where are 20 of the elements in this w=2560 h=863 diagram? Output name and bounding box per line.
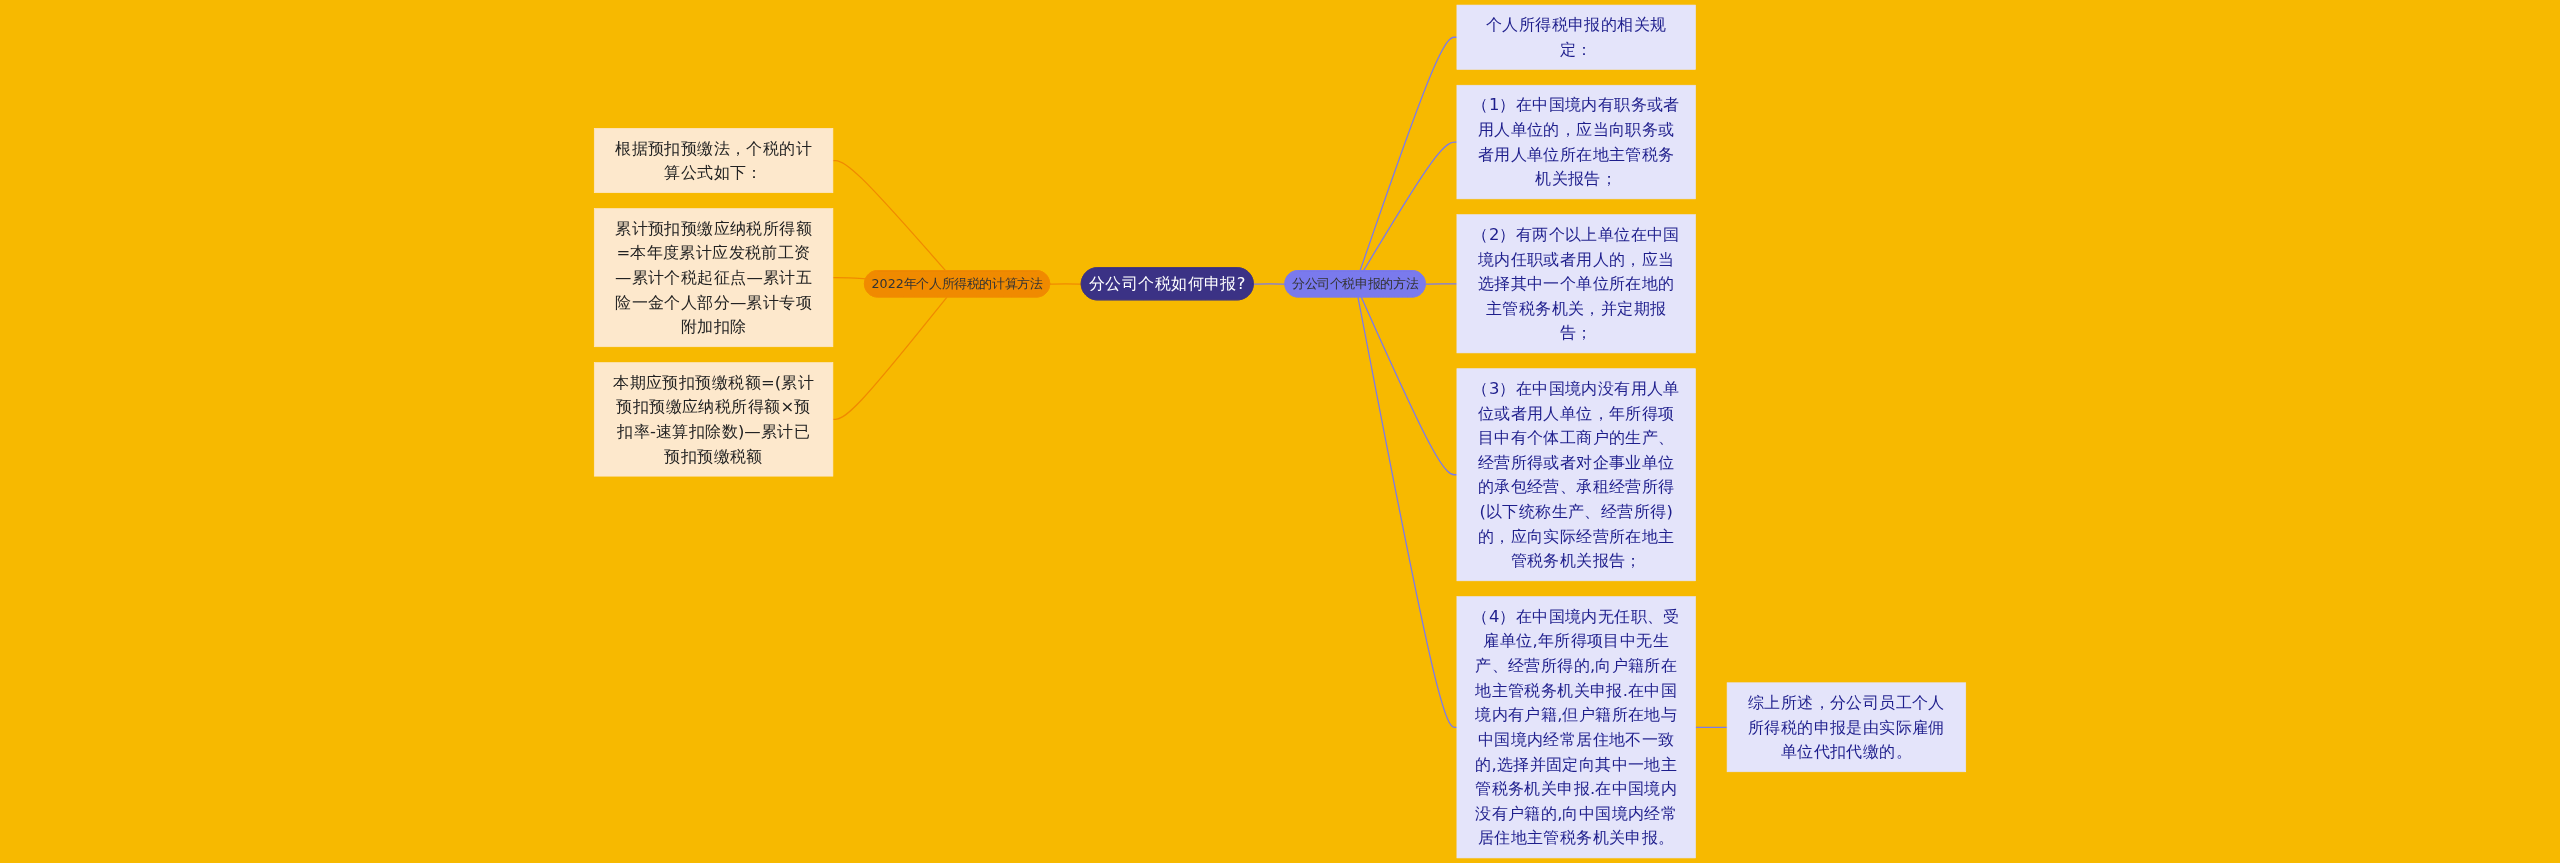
connector <box>1425 283 1458 285</box>
connector <box>1362 141 1458 272</box>
node-box: （3）在中国境内没有用人单位或者用人单位，年所得项目中有个体工商户的生产、经营所得或者对企事业单位的承包经营、承租经营所得(以下统称生产、经营所得)的，应向实际经营所在地主管税务机关报告； <box>1456 368 1696 582</box>
node-box: （4）在中国境内无任职、受雇单位,年所得项目中无生产、经营所得的,向户籍所在地主管税务机关申报.在中国境内有户籍,但户籍所在地与中国境内经常居住地不一致的,选择并固定向其中一地主管税务机关申报.在中国境内没有户籍的,向中国境内经常居住地主管税务机关申报。 <box>1456 596 1696 859</box>
node-box: （2）有两个以上单位在中国境内任职或者用人的，应当选择其中一个单位所在地的主管税务机关，并定期报告； <box>1456 214 1696 354</box>
node-box: 累计预扣预缴应纳税所得额=本年度累计应发税前工资—累计个税起征点—累计五险一金个人部分—累计专项附加扣除 <box>593 208 834 348</box>
node-box: 个人所得税申报的相关规定： <box>1456 4 1696 70</box>
node-box: 本期应预扣预缴税额=(累计预扣预缴应纳税所得额×预扣率-速算扣除数)—累计已预扣预缴税额 <box>593 362 834 477</box>
node-box: 根据预扣预缴法，个税的计算公式如下： <box>593 128 834 194</box>
connector <box>1049 283 1083 285</box>
connector <box>832 296 948 420</box>
connector <box>1357 296 1458 728</box>
node-box: （1）在中国境内有职务或者用人单位的，应当向职务或者用人单位所在地主管税务机关报告； <box>1456 84 1696 200</box>
node-box: 综上所述，分公司员工个人所得税的申报是由实际雇佣单位代扣代缴的。 <box>1726 682 1967 773</box>
connector <box>1694 726 1728 728</box>
connector <box>832 159 947 272</box>
connector <box>832 277 867 280</box>
connector <box>1359 36 1458 272</box>
connector <box>1360 296 1458 476</box>
connector <box>1253 283 1286 285</box>
